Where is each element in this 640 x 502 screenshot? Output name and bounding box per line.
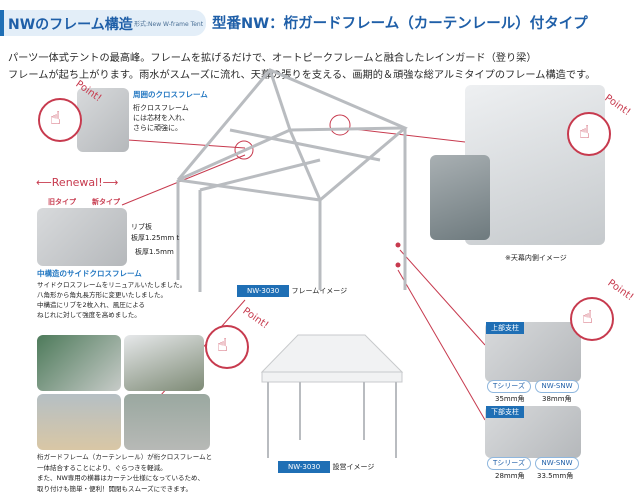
inner-caption: ※天幕内側イメージ	[505, 254, 567, 262]
point-icon: ☝Point!	[570, 278, 635, 341]
guard-photo	[124, 335, 204, 391]
page-subtitle: 形式:New W-frame Tent	[134, 21, 204, 28]
point-icon: ☝Point!	[38, 79, 103, 142]
setup-image-label: NW-3030 設営イメージ	[278, 461, 374, 473]
point-icon: ☝Point!	[205, 306, 270, 369]
pointing-hand-icon: ☝	[579, 122, 590, 143]
series-pill: NW-SNW	[535, 457, 579, 470]
side-frame-photo	[37, 208, 127, 266]
old-type-label: 旧タイプ	[48, 198, 76, 206]
model-title: 型番NW：桁ガードフレーム（カーテンレール）付タイプ	[212, 16, 588, 32]
guard-photo	[37, 335, 121, 391]
intro-line: パーツ一体式テントの最高峰。フレームを拡げるだけで、オートピークフレームと融合し…	[8, 53, 537, 64]
rib-label: リブ板	[131, 223, 152, 231]
frame-thickness: 板厚1.5mm	[135, 248, 174, 256]
guard-caption: 桁ガードフレーム（カーテンレール）が桁クロスフレームと一体結合することにより、ぐ…	[37, 453, 213, 493]
upper-column-label: 上部支柱	[486, 322, 524, 334]
series-pill: Tシリーズ	[487, 457, 531, 470]
column-size: 38mm角	[542, 395, 572, 403]
pointing-hand-icon: ☝	[50, 108, 61, 129]
new-type-label: 新タイプ	[92, 198, 120, 206]
cross-frame-text: 桁クロスフレームには芯材を入れ、さらに頑強に。	[133, 104, 190, 132]
guard-photo	[37, 394, 121, 450]
page-title: NWのフレーム構造	[8, 17, 133, 33]
guard-photo	[124, 394, 210, 450]
side-frame-text: サイドクロスフレームをリニュアルいたしました。八角形から角丸長方形に変更いたしま…	[37, 281, 187, 319]
cross-frame-title: 周囲のクロスフレーム	[133, 90, 208, 99]
series-pill: Tシリーズ	[487, 380, 531, 393]
intro-line: フレームが起ち上がります。雨水がスムーズに流れ、天幕の張りを支える、画期的＆頑強…	[8, 70, 596, 81]
column-size: 35mm角	[495, 395, 525, 403]
rib-thickness: 板厚1.25mm t	[131, 234, 180, 242]
frame-image-label: NW-3030 フレームイメージ	[237, 285, 347, 297]
header-tab	[0, 10, 206, 36]
renewal-arrows: ⟵Renewal!⟶	[36, 176, 119, 189]
point-icon: ☝Point!	[567, 93, 632, 156]
lower-column-label: 下部支柱	[486, 406, 524, 418]
cross-frame-photo	[77, 88, 129, 152]
column-size: 33.5mm角	[537, 472, 574, 480]
canopy-detail-photo	[430, 155, 490, 240]
column-size: 28mm角	[495, 472, 525, 480]
series-pill: NW-SNW	[535, 380, 579, 393]
side-frame-title: 中構造のサイドクロスフレーム	[37, 269, 142, 278]
pointing-hand-icon: ☝	[582, 307, 593, 328]
pointing-hand-icon: ☝	[217, 335, 228, 356]
